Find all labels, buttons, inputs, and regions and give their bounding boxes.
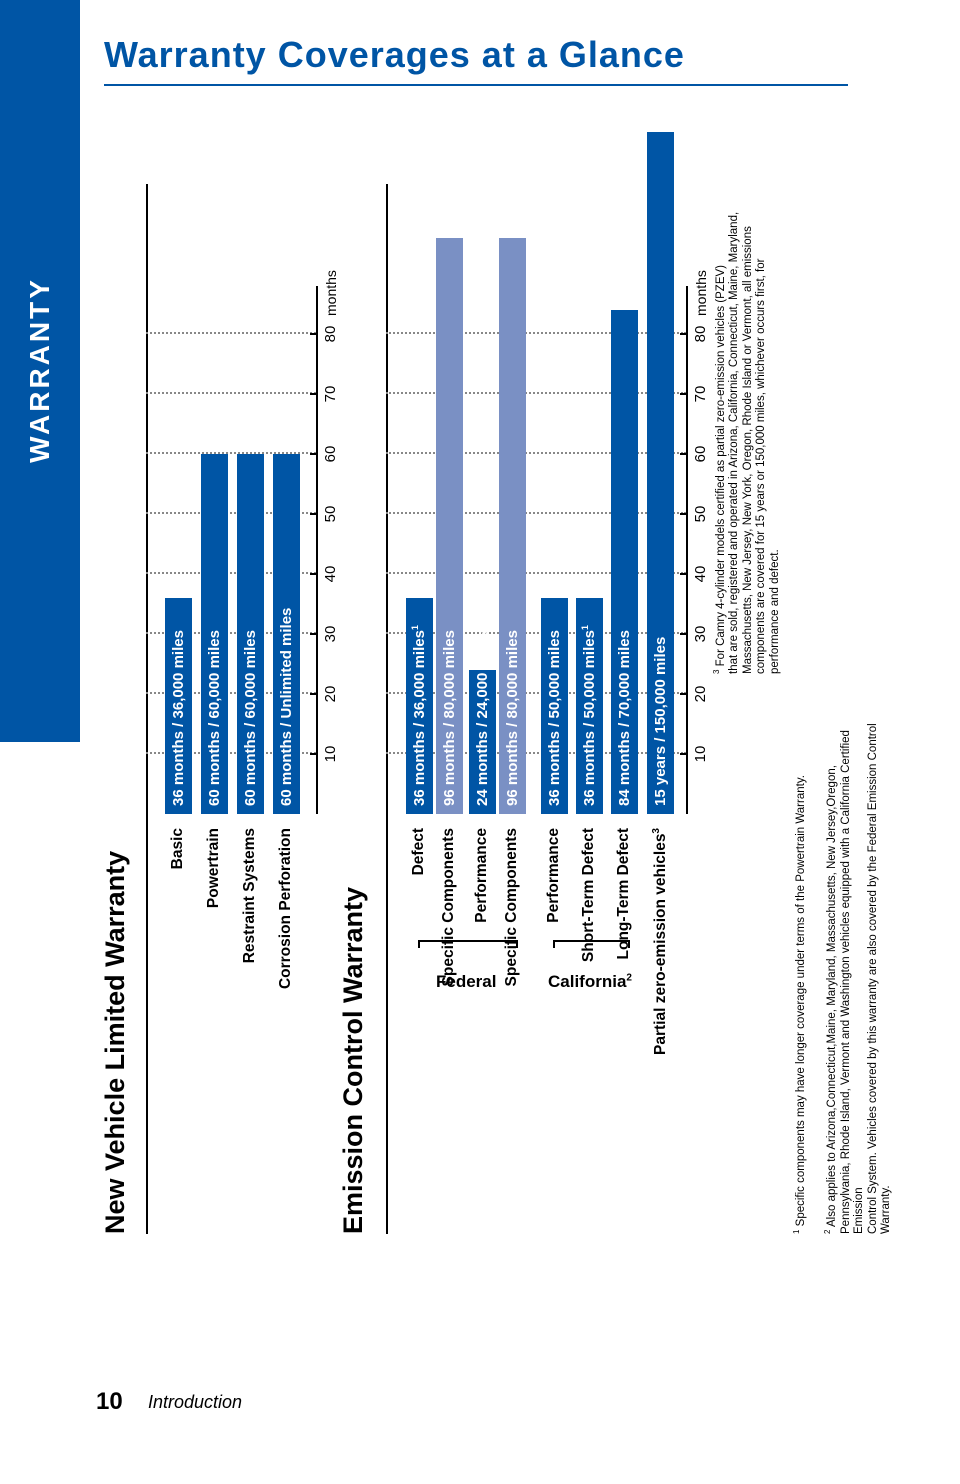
page-title: Warranty Coverages at a Glance (104, 34, 685, 75)
ecw-x-tick-label: 40 (692, 565, 709, 583)
ecw-bar-label: 96 months / 80,000 miles (441, 630, 458, 806)
group-label: Federal (436, 972, 497, 991)
nvlw-x-tick-label: 70 (322, 385, 339, 403)
ecw-grid-line (386, 332, 686, 334)
side-tab: WARRANTY (0, 0, 80, 742)
warranty-charts: New Vehicle Limited Warranty Emission Co… (100, 132, 892, 1234)
ecw-row-label: Specific Components (440, 828, 457, 987)
ecw-bar-label-footnote: 1 (410, 625, 420, 631)
nvlw-x-tick (310, 453, 318, 455)
section-rule-emission (386, 184, 388, 1234)
ecw-bar-label: 36 months / 36,000 miles1 (410, 625, 428, 806)
ecw-bar-label: 24 months / 24,000 miles (474, 630, 491, 806)
ecw-bar-label: 15 years / 150,000 miles (652, 636, 669, 806)
ecw-x-tick (680, 573, 688, 575)
nvlw-x-tick-label: 30 (322, 625, 339, 643)
group-label: California2 (547, 972, 632, 991)
ecw-bar-label: 96 months / 80,000 miles (504, 630, 521, 806)
nvlw-x-tick-label: 80 (322, 325, 339, 343)
ecw-bar-label-footnote: 1 (580, 625, 590, 631)
ecw-row-label: Long-Term Defect (615, 828, 632, 960)
nvlw-grid-line (146, 332, 316, 334)
title-rule (104, 84, 848, 86)
ecw-row-label: Performance (473, 828, 490, 923)
nvlw-x-tick (310, 633, 318, 635)
ecw-x-tick-label: 20 (692, 685, 709, 703)
group-bracket (553, 940, 630, 948)
footnotes-left: 1 Specific components may have longer co… (776, 714, 907, 1234)
ecw-x-tick (680, 333, 688, 335)
ecw-row-label: Partial zero-emission vehicles3 (651, 828, 670, 1055)
ecw-x-tick-label: 60 (692, 445, 709, 463)
group-label-footnote: 2 (625, 972, 632, 984)
nvlw-x-tick (310, 693, 318, 695)
nvlw-x-tick (310, 393, 318, 395)
nvlw-row-label: Restraint Systems (241, 828, 258, 964)
nvlw-x-tick-label: 40 (322, 565, 339, 583)
nvlw-x-tick (310, 573, 318, 575)
ecw-x-axis-unit: months (693, 270, 709, 316)
nvlw-x-tick (310, 513, 318, 515)
chart-title-new-vehicle: New Vehicle Limited Warranty (100, 850, 130, 1234)
ecw-x-tick (680, 633, 688, 635)
ecw-x-tick-label: 30 (692, 625, 709, 643)
nvlw-bar-label: 36 months / 36,000 miles (170, 630, 187, 806)
nvlw-x-tick-label: 20 (322, 685, 339, 703)
side-tab-label: WARRANTY (24, 277, 55, 463)
nvlw-row-label: Powertrain (205, 828, 222, 909)
ecw-bar-label: 84 months / 70,000 miles (616, 630, 633, 806)
chart-title-emission: Emission Control Warranty (338, 886, 368, 1234)
ecw-row-label: Short-Term Defect (580, 828, 597, 963)
ecw-grid-line (386, 392, 686, 394)
ecw-x-axis (686, 286, 688, 814)
nvlw-x-tick-label: 50 (322, 505, 339, 523)
ecw-row-label-footnote: 3 (651, 828, 662, 834)
ecw-x-tick (680, 513, 688, 515)
footnote-3: 3 For Camry 4-cylinder models certified … (712, 211, 781, 674)
ecw-x-tick-label: 80 (692, 325, 709, 343)
page-number: 10 (96, 1388, 123, 1415)
ecw-grid-line (386, 572, 686, 574)
nvlw-x-tick-label: 60 (322, 445, 339, 463)
footnote-1: 1 Specific components may have longer co… (791, 775, 807, 1234)
ecw-grid-line (386, 512, 686, 514)
nvlw-row-label: Corrosion Perforation (277, 828, 294, 990)
nvlw-bar-label: 60 months / 60,000 miles (242, 630, 259, 806)
ecw-row-label: Performance (545, 828, 562, 923)
nvlw-x-axis-unit: months (323, 270, 339, 316)
ecw-x-tick (680, 753, 688, 755)
ecw-bar-label: 36 months / 50,000 miles (546, 630, 563, 806)
ecw-x-tick-label: 50 (692, 505, 709, 523)
page-section: Introduction (148, 1392, 243, 1412)
ecw-row-label: Defect (410, 828, 427, 876)
ecw-x-tick (680, 693, 688, 695)
nvlw-x-tick (310, 753, 318, 755)
nvlw-grid-line (146, 392, 316, 394)
ecw-grid-line (386, 452, 686, 454)
ecw-x-tick (680, 453, 688, 455)
ecw-x-tick-label: 10 (692, 745, 709, 763)
ecw-x-tick (680, 393, 688, 395)
nvlw-bar-label: 60 months / Unlimited miles (278, 607, 295, 806)
nvlw-x-tick (310, 333, 318, 335)
ecw-bar-label: 36 months / 50,000 miles1 (580, 625, 598, 806)
nvlw-bar-label: 60 months / 60,000 miles (206, 630, 223, 806)
group-bracket (418, 940, 518, 948)
nvlw-row-label: Basic (169, 828, 186, 870)
ecw-row-label: Specific Components (503, 828, 520, 987)
nvlw-x-axis (316, 286, 318, 814)
ecw-x-tick-label: 70 (692, 385, 709, 403)
footnote-2: 2 Also applies to Arizona,Connecticut,Ma… (823, 723, 893, 1234)
section-rule-new-vehicle (146, 184, 148, 1234)
nvlw-x-tick-label: 10 (322, 745, 339, 763)
